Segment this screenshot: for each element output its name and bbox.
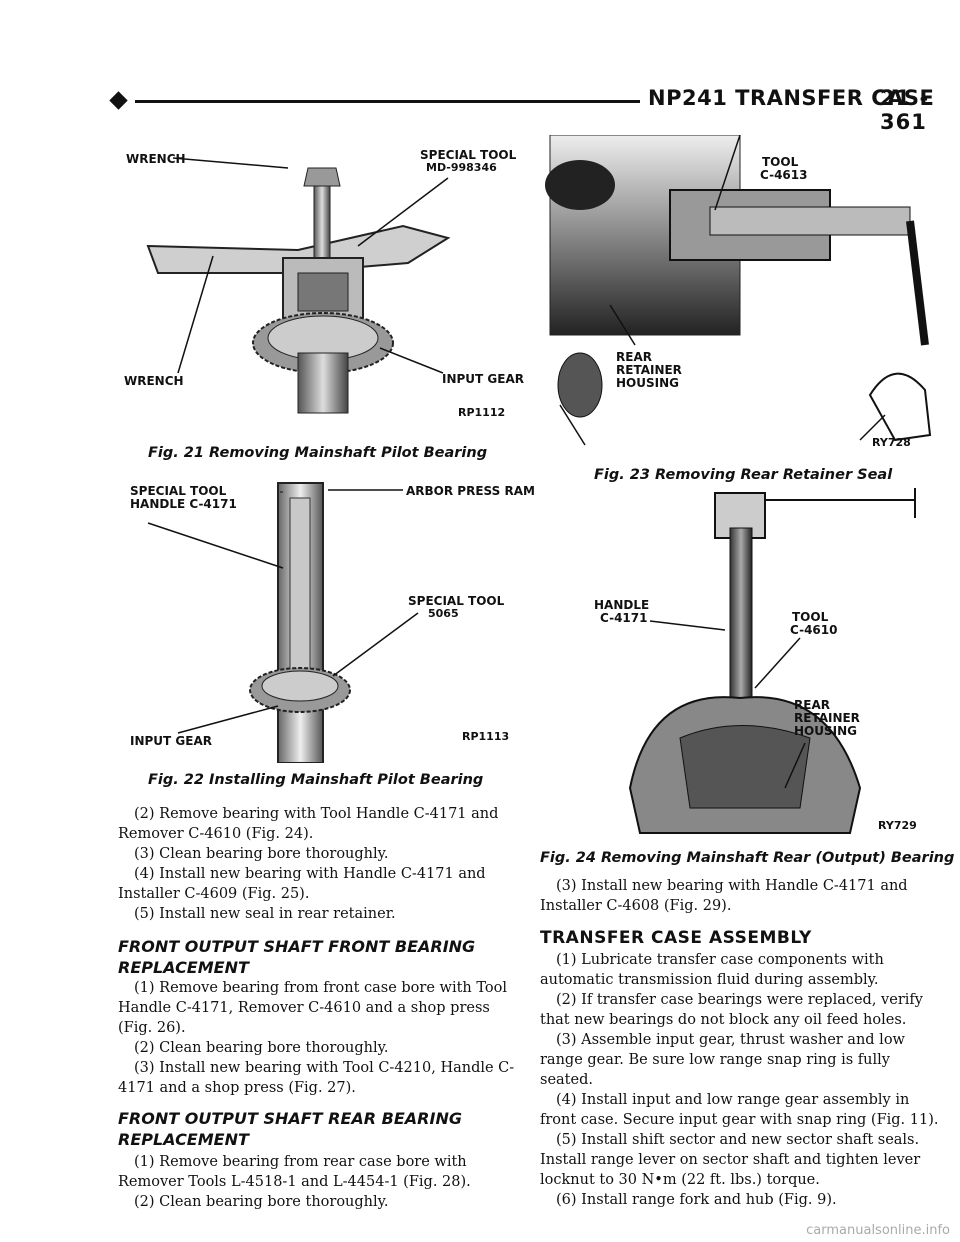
- assembly-step-2: (2) If transfer case bearings were repla…: [540, 992, 923, 1028]
- fig23-illustration: [545, 135, 932, 446]
- header-rule: [135, 100, 640, 103]
- fig22-code: RP1113: [462, 730, 510, 743]
- front-rear-step-1: (1) Remove bearing from rear case bore w…: [118, 1154, 471, 1190]
- fig22-illustration: [147, 482, 419, 763]
- front-rear-step-2: (2) Clean bearing bore thoroughly.: [134, 1194, 389, 1210]
- page-title: NP241 TRANSFER CASE: [648, 86, 935, 110]
- left-step-4: (4) Install new bearing with Handle C-41…: [118, 866, 486, 902]
- footer-watermark: carmanualsonline.info: [806, 1223, 950, 1238]
- header-diamond: [109, 91, 128, 110]
- left-steps: (2) Remove bearing with Tool Handle C-41…: [118, 804, 518, 924]
- fig24-label-handle-num: C-4171: [600, 611, 648, 625]
- fig23-label-tool: TOOL: [762, 155, 799, 169]
- fig24-code: RY729: [878, 819, 917, 832]
- fig23-caption: Fig. 23 Removing Rear Retainer Seal: [594, 467, 893, 483]
- fig22-label-special-tool-num: 5065: [428, 607, 459, 620]
- assembly-step-4: (4) Install input and low range gear ass…: [540, 1092, 939, 1128]
- front-rear-steps: (1) Remove bearing from rear case bore w…: [118, 1152, 518, 1212]
- assembly-step-5: (5) Install shift sector and new sector …: [540, 1132, 921, 1188]
- assembly-step-1: (1) Lubricate transfer case components w…: [540, 952, 884, 988]
- front-front-heading-1: FRONT OUTPUT SHAFT FRONT BEARING: [118, 937, 476, 956]
- left-step-3: (3) Clean bearing bore thoroughly.: [134, 846, 389, 862]
- assembly-heading: TRANSFER CASE ASSEMBLY: [540, 928, 812, 948]
- fig22-label-handle: SPECIAL TOOL: [130, 484, 227, 498]
- fig24-label-tool-num: C-4610: [790, 623, 838, 637]
- fig23-label-tool-num: C-4613: [760, 168, 808, 182]
- fig24-caption: Fig. 24 Removing Mainshaft Rear (Output)…: [540, 850, 955, 866]
- fig23-code: RY728: [872, 436, 911, 449]
- fig21-label-input-gear: INPUT GEAR: [442, 372, 524, 386]
- front-front-steps: (1) Remove bearing from front case bore …: [118, 978, 518, 1098]
- front-front-step-2: (2) Clean bearing bore thoroughly.: [134, 1040, 389, 1056]
- front-rear-heading-2: REPLACEMENT: [118, 1130, 249, 1149]
- fig21-label-wrench-top: WRENCH: [126, 152, 186, 166]
- front-front-step-3: (3) Install new bearing with Tool C-4210…: [118, 1060, 515, 1096]
- fig23-label-rear: REAR: [616, 350, 652, 364]
- right-step-3: (3) Install new bearing with Handle C-41…: [540, 878, 908, 914]
- fig21-label-special-tool: SPECIAL TOOL: [420, 148, 517, 162]
- fig23-label-retainer: RETAINER: [616, 363, 682, 377]
- page-number: 21 - 361: [880, 86, 930, 134]
- fig24-label-handle: HANDLE: [594, 598, 650, 612]
- fig24-label-housing: HOUSING: [794, 724, 857, 738]
- fig24-label-retainer: RETAINER: [794, 711, 860, 725]
- fig21-code: RP1112: [458, 406, 506, 419]
- fig23-label-housing: HOUSING: [616, 376, 679, 390]
- fig24-illustration: [628, 488, 916, 834]
- fig21-label-wrench-bottom: WRENCH: [124, 374, 184, 388]
- front-front-step-1: (1) Remove bearing from front case bore …: [118, 980, 507, 1036]
- front-front-heading-2: REPLACEMENT: [118, 958, 249, 977]
- front-rear-heading-1: FRONT OUTPUT SHAFT REAR BEARING: [118, 1109, 462, 1128]
- fig21-label-special-tool-num: MD-998346: [426, 161, 497, 174]
- assembly-steps: (1) Lubricate transfer case components w…: [540, 950, 940, 1210]
- fig22-label-arbor: ARBOR PRESS RAM: [406, 484, 535, 498]
- fig24-label-tool: TOOL: [792, 610, 829, 624]
- left-step-2: (2) Remove bearing with Tool Handle C-41…: [118, 806, 499, 842]
- fig21-illustration: [146, 157, 451, 414]
- fig22-caption: Fig. 22 Installing Mainshaft Pilot Beari…: [148, 772, 484, 788]
- fig22-label-input-gear: INPUT GEAR: [130, 734, 212, 748]
- fig22-label-handle-num: HANDLE C-4171: [130, 497, 237, 511]
- fig24-label-rear: REAR: [794, 698, 830, 712]
- fig21-caption: Fig. 21 Removing Mainshaft Pilot Bearing: [148, 445, 488, 461]
- fig22-label-special-tool: SPECIAL TOOL: [408, 594, 505, 608]
- right-step: (3) Install new bearing with Handle C-41…: [540, 876, 940, 916]
- assembly-step-3: (3) Assemble input gear, thrust washer a…: [540, 1032, 905, 1088]
- left-step-5: (5) Install new seal in rear retainer.: [134, 906, 396, 922]
- assembly-step-6: (6) Install range fork and hub (Fig. 9).: [556, 1192, 837, 1208]
